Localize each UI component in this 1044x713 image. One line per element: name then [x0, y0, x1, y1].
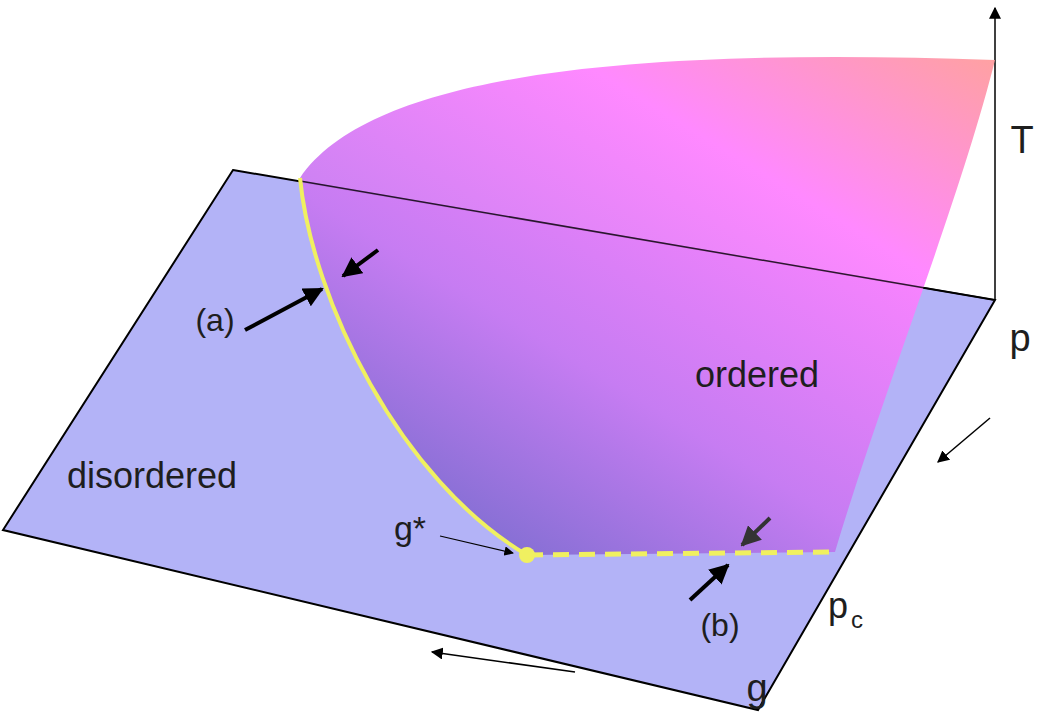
axis-label: p [1009, 319, 1030, 357]
arrow-b [690, 565, 728, 600]
axis-label: p [828, 588, 848, 624]
region-label: disordered [67, 458, 237, 494]
percolation-line [527, 552, 835, 555]
plane-edge [300, 181, 995, 300]
temperature-axis [994, 8, 996, 300]
ordered-surface [300, 57, 995, 555]
region-label: ordered [695, 357, 819, 393]
transition-line [300, 178, 527, 555]
callout-label: (a) [195, 304, 234, 336]
axis-label: g [746, 669, 767, 707]
p-direction-arrow [938, 418, 990, 462]
axis-label: T [1010, 121, 1033, 159]
callout-label: (b) [700, 609, 739, 641]
subscript: c [851, 608, 863, 632]
arrow-b [742, 518, 770, 545]
point-label: g* [394, 511, 426, 545]
arrow-a [245, 289, 322, 330]
multicritical-point [519, 547, 535, 563]
g-direction-arrow [432, 652, 575, 672]
arrow-a [343, 250, 378, 276]
g-star-pointer [440, 536, 513, 553]
